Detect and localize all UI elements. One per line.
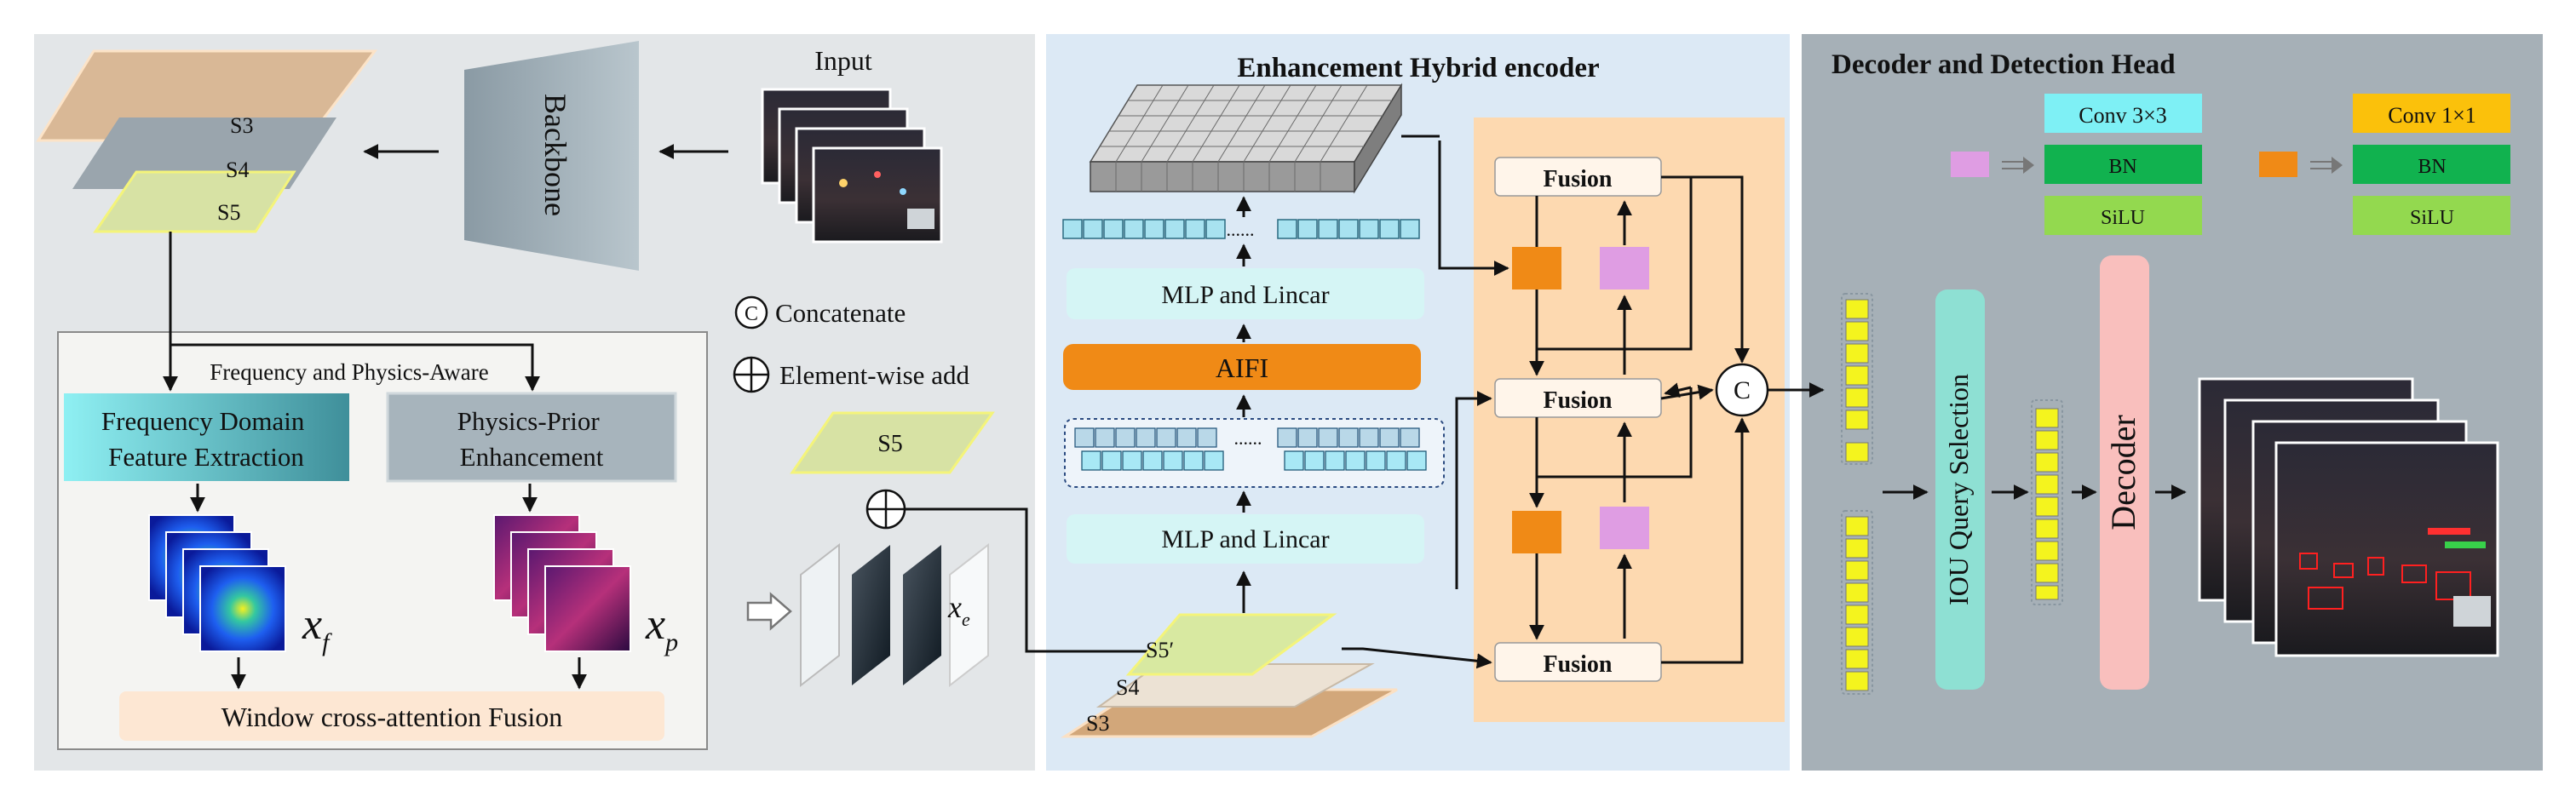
- orange-conv-block-1: [1512, 247, 1561, 289]
- fusion-label-2: Fusion: [1544, 387, 1613, 414]
- freq-line1: Frequency Domain: [101, 406, 305, 436]
- mlp-bottom-box: [1067, 514, 1424, 564]
- mlp-top-box: [1067, 268, 1424, 319]
- s5-tile: [790, 411, 995, 474]
- orange-conv-block-2: [1512, 511, 1561, 553]
- concat-legend-label: Concatenate: [775, 298, 906, 328]
- freq-domain-label: Frequency Domain Feature Extraction: [101, 406, 311, 472]
- physics-heatmaps: [493, 514, 631, 652]
- conv33-label: Conv 3×3: [2079, 103, 2167, 128]
- fusion-connections: [1342, 140, 1750, 669]
- silu-box-1: [2044, 196, 2202, 235]
- arrow-s5-to-phys: [170, 343, 540, 392]
- concat-node-symbol: C: [1734, 376, 1751, 404]
- enc-s5prime-label: S5′: [1146, 638, 1174, 662]
- xf-main: x: [302, 600, 322, 649]
- iou-selection-label: IOU Query Selection: [1943, 374, 1974, 605]
- freq-domain-box: [64, 393, 349, 481]
- enc-s3-label: S3: [1086, 711, 1109, 736]
- fusion-region: [1474, 117, 1785, 722]
- xp-label: xp: [645, 600, 678, 656]
- silu-label-2: SiLU: [2410, 207, 2454, 229]
- mlp-bottom-label: MLP and Lincar: [1161, 525, 1329, 553]
- bn-box-2: [2353, 145, 2510, 184]
- decoder-title: Decoder and Detection Head: [1831, 49, 2176, 80]
- encoder-title: Enhancement Hybrid encoder: [1237, 53, 1599, 83]
- input-images: [761, 88, 943, 244]
- aifi-box: [1063, 344, 1421, 390]
- token-column-top: [1841, 293, 1873, 465]
- orange-legend-arrow: [2310, 157, 2343, 174]
- token-strip-ellipsis: ......: [1227, 219, 1255, 240]
- xp-main: x: [645, 600, 665, 649]
- s5-layer: [93, 170, 296, 233]
- add-legend-label: Element-wise add: [779, 360, 969, 390]
- orange-legend-swatch: [2259, 152, 2297, 177]
- bn-label-1: BN: [2108, 156, 2136, 178]
- add-icon: [733, 356, 770, 393]
- s5-tile-label: S5: [877, 431, 903, 457]
- decoder-box: [2100, 255, 2149, 690]
- xp-sub: p: [664, 628, 678, 656]
- s4-label: S4: [226, 158, 249, 182]
- physics-prior-box: [386, 392, 677, 483]
- token-group-ellipsis: ......: [1234, 427, 1262, 449]
- grid-tensor: [1089, 83, 1403, 194]
- selected-tokens: [2031, 399, 2063, 605]
- concat-icon-symbol: C: [745, 303, 758, 325]
- conv33-box: [2044, 94, 2202, 133]
- phys-line2: Enhancement: [460, 442, 604, 472]
- silu-box-2: [2353, 196, 2510, 235]
- backbone-block: [464, 41, 639, 271]
- bn-label-2: BN: [2418, 156, 2446, 178]
- fpa-title: Frequency and Physics-Aware: [210, 359, 488, 385]
- mlp-top-label: MLP and Lincar: [1161, 281, 1329, 309]
- xe-sub: e: [962, 609, 970, 630]
- conv11-label: Conv 1×1: [2388, 103, 2476, 128]
- fusion-label-3: Fusion: [1544, 651, 1613, 678]
- pink-legend-swatch: [1951, 152, 1989, 177]
- token-group-bottom: [1081, 450, 1427, 471]
- window-fusion-label: Window cross-attention Fusion: [221, 702, 562, 732]
- pink-conv-block-2: [1600, 507, 1649, 549]
- token-strip: [1062, 219, 1420, 239]
- s5-label: S5: [217, 200, 240, 225]
- aifi-label: AIFI: [1216, 352, 1268, 383]
- bn-box-1: [2044, 145, 2202, 184]
- output-images: [2198, 377, 2499, 657]
- input-label: Input: [814, 45, 872, 76]
- physics-prior-label: Physics-Prior Enhancement: [457, 406, 607, 472]
- frequency-heatmaps: [148, 514, 286, 652]
- feature-stack-left: S3 S4 S5: [36, 49, 378, 233]
- concat-icon: [734, 295, 768, 330]
- iou-selection-box: [1935, 289, 1985, 690]
- token-column-bottom: [1841, 510, 1873, 695]
- freq-line2: Feature Extraction: [108, 442, 304, 472]
- conv11-box: [2353, 94, 2510, 133]
- fusion-label-1: Fusion: [1544, 166, 1613, 192]
- element-add-node: [865, 489, 906, 530]
- token-group-top: [1074, 427, 1420, 448]
- enc-s4-label: S4: [1116, 675, 1139, 700]
- xe-stack: [800, 542, 989, 688]
- enc-s5prime-layer: [1125, 613, 1337, 676]
- silu-label-1: SiLU: [2101, 207, 2145, 229]
- s3-label: S3: [230, 113, 253, 138]
- backbone-label: Backbone: [538, 94, 572, 216]
- pink-conv-block-1: [1600, 247, 1649, 289]
- hollow-arrow: [746, 592, 792, 631]
- xe-main: x: [947, 590, 962, 624]
- encoder-feature-stack: S5′ S4 S3: [1060, 613, 1398, 738]
- window-fusion-box: [119, 691, 664, 741]
- phys-line1: Physics-Prior: [457, 406, 601, 436]
- decoder-label: Decoder: [2104, 415, 2142, 530]
- arrow-add-to-s5prime: [905, 507, 1169, 659]
- xe-label: xe: [947, 590, 970, 630]
- pink-legend-arrow: [2002, 157, 2034, 174]
